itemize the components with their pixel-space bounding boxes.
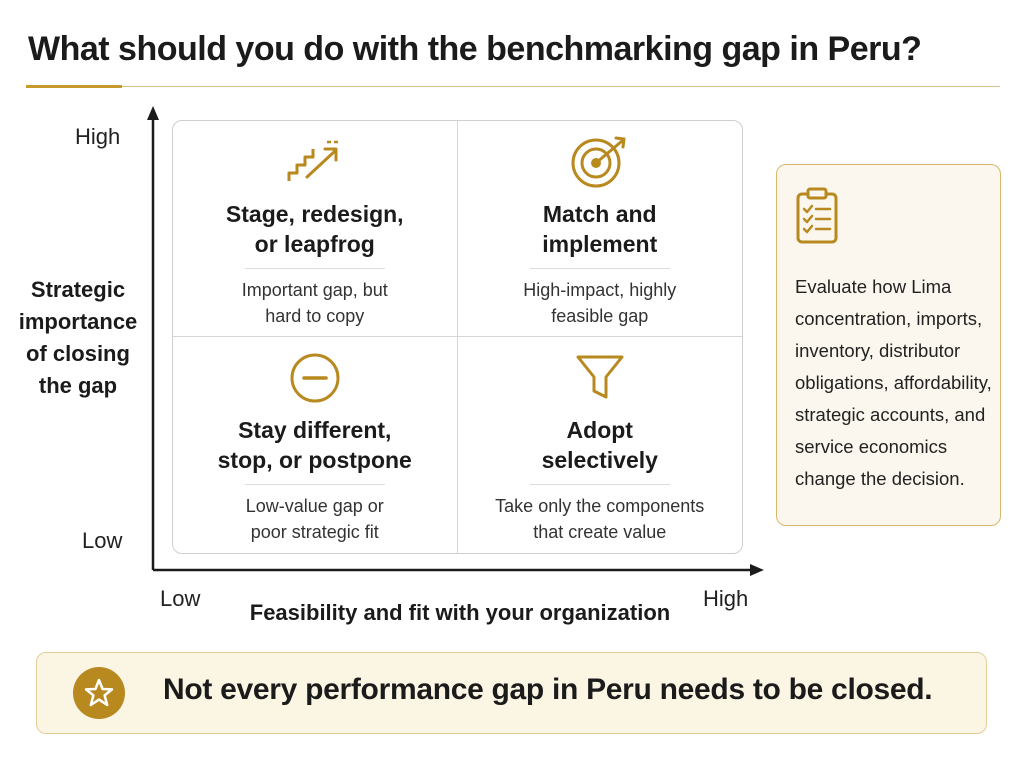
quadrant-description-line: Low-value gap or (245, 496, 384, 516)
quadrant-description: Take only the components that create val… (495, 493, 704, 545)
quadrant-description-line: hard to copy (265, 306, 365, 326)
quadrant-description-line: High-impact, highly (523, 280, 677, 300)
side-note-line: obligations, affordability, (795, 372, 992, 393)
quadrant-divider (529, 268, 670, 269)
rising-stairs-icon (283, 135, 347, 189)
title-accent-bar (26, 85, 122, 88)
quadrant-title-line: stop, or postpone (217, 447, 412, 473)
y-axis-arrowhead (147, 106, 159, 120)
quadrant-top-left: Stage, redesign, or leapfrog Important g… (173, 121, 458, 337)
side-note-line: concentration, imports, (795, 308, 983, 329)
side-note-line: strategic accounts, and (795, 404, 986, 425)
y-axis-title: Strategic importance of closing the gap (18, 277, 138, 398)
side-note-line: service economics (795, 436, 948, 457)
quadrant-description: Important gap, but hard to copy (242, 277, 388, 329)
title-divider (26, 86, 1000, 87)
quadrant-divider (244, 268, 385, 269)
quadrant-bottom-right: Adopt selectively Take only the componen… (458, 337, 743, 553)
x-axis-low-label: Low (160, 586, 201, 611)
x-axis-arrowhead (750, 564, 764, 576)
quadrant-description-line: that create value (533, 522, 667, 542)
quadrant-title-line: Stay different, (238, 417, 392, 443)
target-arrow-icon (568, 135, 632, 189)
x-axis-high-label: High (703, 586, 749, 611)
quadrant-title-line: Stage, redesign, (225, 201, 404, 227)
page-title: What should you do with the benchmarking… (28, 30, 922, 68)
quadrant-title: Stage, redesign, or leapfrog (226, 199, 404, 259)
side-note-line: inventory, distributor (795, 340, 961, 361)
quadrant-title: Adopt selectively (542, 415, 658, 475)
quadrant-description-line: poor strategic fit (250, 522, 379, 542)
quadrant-description-line: feasible gap (551, 306, 649, 326)
side-note-card: Evaluate how Lima concentration, imports… (776, 164, 1001, 526)
quadrant-title: Match and implement (542, 199, 657, 259)
quadrant-description-line: Take only the components (495, 496, 705, 516)
quadrant-title-line: Adopt (566, 417, 633, 443)
y-axis-low-label: Low (82, 528, 123, 553)
minus-circle-icon (283, 351, 347, 405)
side-note-line: Evaluate how Lima (795, 276, 952, 297)
quadrant-divider (244, 484, 385, 485)
key-takeaway-banner: Not every performance gap in Peru needs … (36, 652, 987, 734)
quadrant-description-line: Important gap, but (241, 280, 388, 300)
quadrant-bottom-left: Stay different, stop, or postpone Low-va… (173, 337, 458, 553)
quadrant-description: High-impact, highly feasible gap (523, 277, 676, 329)
x-axis-title: Feasibility and fit with your organizati… (249, 600, 671, 625)
banner-text: Not every performance gap in Peru needs … (163, 673, 933, 706)
y-axis-high-label: High (75, 124, 121, 149)
quadrant-top-right: Match and implement High-impact, highly … (457, 121, 742, 337)
decision-matrix: Stage, redesign, or leapfrog Important g… (172, 120, 743, 554)
clipboard-checklist-icon (795, 187, 839, 250)
quadrant-title: Stay different, stop, or postpone (218, 415, 412, 475)
funnel-icon (568, 351, 632, 405)
side-note-text: Evaluate how Lima concentration, imports… (795, 271, 995, 495)
quadrant-description: Low-value gap or poor strategic fit (246, 493, 384, 545)
star-icon (73, 667, 125, 719)
quadrant-divider (529, 484, 670, 485)
quadrant-title-line: selectively (541, 447, 658, 473)
side-note-line: change the decision. (795, 468, 965, 489)
quadrant-title-line: or leapfrog (254, 231, 375, 257)
quadrant-title-line: Match and (542, 201, 657, 227)
quadrant-title-line: implement (542, 231, 658, 257)
